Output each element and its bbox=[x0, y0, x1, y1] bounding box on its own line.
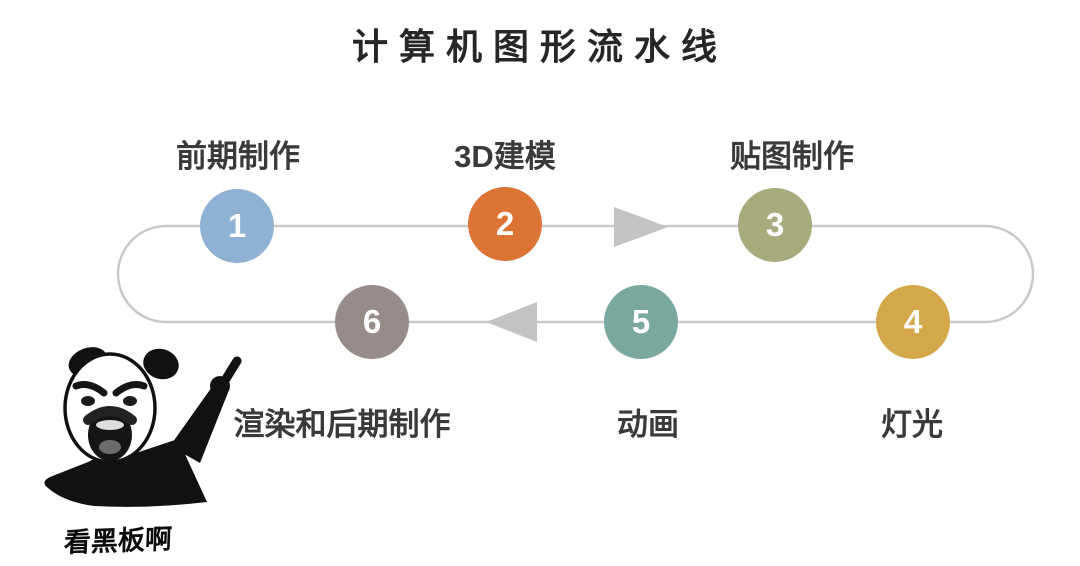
step-number-2: 2 bbox=[495, 205, 515, 242]
step-circle-6: 6 bbox=[335, 285, 409, 359]
step-number-4: 4 bbox=[903, 303, 923, 340]
arrow-left-icon bbox=[486, 302, 537, 342]
meme-caption: 看黑板啊 bbox=[63, 524, 173, 558]
step-number-3: 3 bbox=[765, 206, 785, 243]
panda-teeth bbox=[96, 420, 124, 430]
panda-arm bbox=[170, 384, 229, 463]
step-number-6: 6 bbox=[362, 303, 382, 340]
step-circle-2: 2 bbox=[468, 187, 542, 261]
panda-tongue bbox=[99, 440, 121, 454]
panda-right-ear bbox=[143, 348, 179, 380]
panda-mustache bbox=[83, 406, 137, 425]
page-title: 计算机图形流水线 bbox=[351, 26, 728, 67]
step-label-1: 前期制作 bbox=[176, 139, 300, 174]
loop-track-line bbox=[116, 224, 1035, 324]
step-circle-4: 4 bbox=[876, 285, 950, 359]
step-label-3: 贴图制作 bbox=[730, 139, 854, 174]
step-label-5: 动画 bbox=[617, 407, 679, 442]
panda-body bbox=[44, 439, 207, 507]
step-circle-1: 1 bbox=[200, 189, 274, 263]
panda-right-eye bbox=[123, 396, 137, 406]
panda-left-eye bbox=[81, 396, 95, 406]
step-label-2: 3D建模 bbox=[454, 139, 556, 174]
step-number-1: 1 bbox=[227, 207, 247, 244]
step-circle-5: 5 bbox=[604, 285, 678, 359]
step-circle-3: 3 bbox=[738, 188, 812, 262]
panda-right-brow bbox=[112, 381, 148, 397]
step-label-6: 渲染和后期制作 bbox=[233, 407, 451, 442]
panda-pointing-finger bbox=[219, 356, 242, 387]
panda-meme-image bbox=[44, 347, 242, 507]
step-number-5: 5 bbox=[631, 303, 651, 340]
arrow-right-icon bbox=[614, 207, 668, 247]
panda-left-brow bbox=[72, 381, 108, 397]
step-label-4: 灯光 bbox=[881, 407, 943, 442]
